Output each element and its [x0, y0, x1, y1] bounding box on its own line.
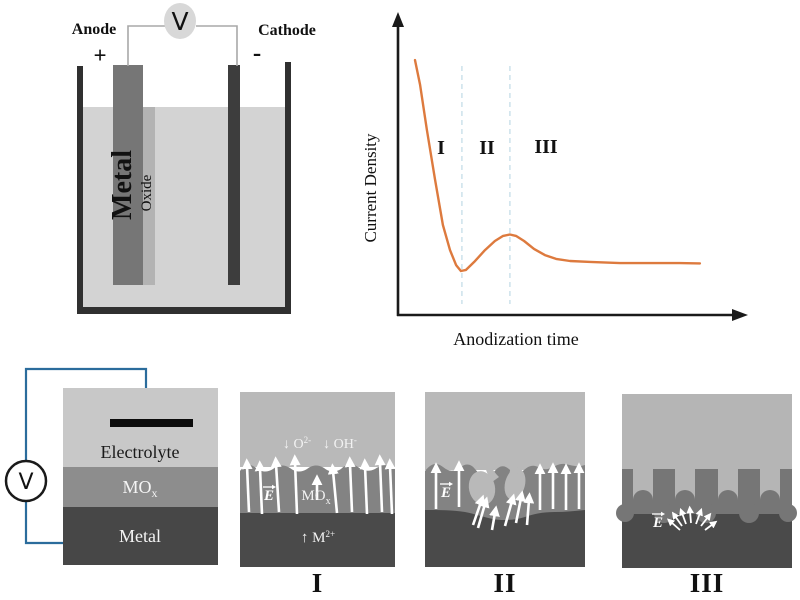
e-vector-arrowhead	[661, 511, 665, 517]
metal-region	[240, 513, 395, 567]
voltmeter-body	[164, 3, 196, 39]
region-label-2: II	[479, 137, 495, 159]
field-arrows	[241, 454, 396, 515]
y-axis-label: Current Density	[361, 133, 380, 243]
pore-channels	[633, 469, 780, 500]
region-label-1: I	[437, 137, 445, 159]
cathode-label: Cathode	[258, 22, 316, 39]
cathode-electrode	[228, 65, 240, 285]
e-field-label: E	[263, 488, 274, 504]
current-density-curve	[413, 58, 702, 273]
electrolyte-layer	[63, 388, 218, 467]
field-arrows	[430, 460, 585, 531]
y-axis-arrowhead	[392, 12, 404, 27]
e-field-vector: E	[440, 481, 453, 501]
counter-electrode-bar	[110, 419, 193, 427]
oxide-region-pitted	[425, 463, 585, 521]
voltmeter-label: V	[171, 7, 188, 36]
field-arrow-starburst	[666, 505, 718, 531]
oxide-layer-label: Oxide	[139, 174, 155, 211]
wire-voltmeter-bottom	[24, 501, 64, 545]
metal-label: Metal	[119, 526, 161, 546]
electrochemical-cell-diagram: V Anode + Cathode - Metal Oxide	[72, 3, 316, 314]
stage-3-label: III	[689, 568, 725, 598]
metal-region	[622, 514, 792, 568]
region-label-3: III	[534, 136, 558, 158]
anode-sign: +	[93, 43, 106, 68]
region-boundary-lines	[461, 66, 511, 304]
hydroxide-ion-annotation: ↓ OH-	[323, 435, 357, 452]
e-field-vector: E	[263, 484, 276, 504]
anode-label: Anode	[72, 21, 116, 38]
stage-2-panel: E	[425, 392, 585, 567]
voltmeter-body	[4, 459, 48, 503]
metal-layer	[63, 507, 218, 565]
electrolyte-region	[240, 392, 395, 467]
cathode-sign: -	[253, 40, 261, 67]
oxide-annotation: MOx	[301, 488, 330, 507]
wire-anode-to-voltmeter	[127, 25, 165, 66]
stage-2-label: II	[493, 568, 517, 598]
beaker-right-wall	[285, 62, 291, 314]
beaker-bottom	[77, 307, 291, 314]
stage-1-panel: ↓ O2- ↓ OH- E MOx ↑ M2+	[240, 392, 396, 567]
e-field-label: E	[652, 515, 663, 531]
oxide-label: MOx	[122, 477, 157, 500]
e-vector-arrowhead	[449, 481, 453, 487]
metal-ion-annotation: ↑ M2+	[301, 529, 335, 546]
oxygen-ion-annotation: ↓ O2-	[283, 435, 311, 452]
e-field-label: E	[440, 485, 451, 501]
device-schematic: V Electrolyte MOx Metal	[4, 367, 218, 565]
electrolyte-label: Electrolyte	[101, 442, 180, 462]
x-axis-arrowhead	[732, 309, 748, 321]
electrolyte-region	[425, 392, 585, 470]
anode-electrode	[113, 65, 143, 285]
beaker-left-wall	[77, 66, 83, 314]
voltmeter-label: V	[18, 470, 33, 495]
x-axis-label: Anodization time	[453, 329, 578, 349]
e-vector-arrowhead	[272, 484, 276, 490]
e-field-vector: E	[652, 511, 665, 531]
electrolyte-region	[622, 394, 792, 469]
anode-oxide-layer	[143, 107, 155, 285]
wire-voltmeter-to-cathode	[196, 25, 238, 66]
oxide-layer	[63, 467, 218, 507]
stage-1-label: I	[311, 568, 324, 598]
stage-3-panel: E	[616, 394, 797, 568]
current-density-chart: I II III Current Density Anodization tim…	[361, 12, 748, 349]
metal-electrode-label: Metal	[107, 150, 138, 220]
